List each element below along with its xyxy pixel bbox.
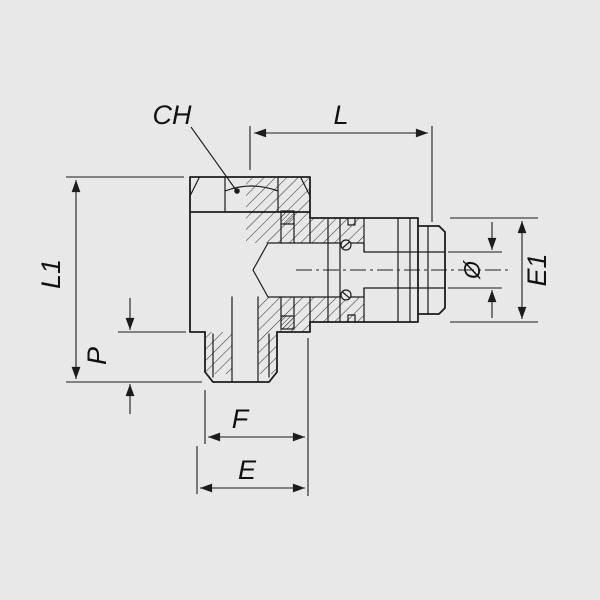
dimension-diameter: Ø (448, 222, 502, 318)
dimensions: CH L L1 P F (36, 100, 552, 496)
dimension-f-label: F (232, 404, 250, 434)
dimension-l-label: L (333, 100, 348, 130)
leader-dot-ch (234, 188, 240, 194)
dimension-l1-label: L1 (36, 259, 66, 289)
dimension-p: P (82, 298, 186, 414)
extension-lines-diameter (448, 251, 502, 289)
extension-lines-e1 (450, 217, 538, 323)
thread-minor-lines (212, 333, 270, 378)
extension-lines-f (204, 338, 309, 496)
hatch-region-stud-right (258, 332, 276, 374)
extension-lines-l1 (66, 176, 202, 383)
hex-facets (189, 176, 311, 213)
dimension-l1: L1 (36, 176, 202, 383)
o-ring-seal-bottom (280, 315, 295, 330)
hatch-region-cartridge-bottom (310, 297, 364, 322)
o-ring-seal-top (280, 210, 295, 225)
dimension-f: F (204, 338, 309, 496)
leader-line-ch (190, 126, 237, 191)
fitting-outline (189, 176, 508, 383)
extension-lines-l (249, 126, 433, 222)
dimension-diameter-label: Ø (459, 260, 485, 280)
dimension-l: L (249, 100, 433, 222)
dimension-e1: E1 (450, 217, 552, 323)
dimension-ch: CH (153, 100, 240, 194)
vertical-bore (231, 296, 259, 383)
hatch-region-body-upper (246, 212, 310, 243)
dimension-e-label: E (238, 455, 257, 485)
swivel-stem-lines (280, 223, 295, 317)
threaded-stud (204, 331, 278, 383)
dimension-e1-label: E1 (522, 253, 552, 286)
dimension-p-label: P (82, 347, 112, 365)
dimension-ch-label: CH (153, 100, 192, 130)
dimension-e: E (196, 446, 306, 494)
section-hatching (206, 178, 364, 374)
hatch-region-cartridge-top (310, 218, 364, 243)
hex-nut-and-body (189, 176, 311, 333)
grab-ring-slashes (341, 241, 351, 299)
hatch-region-stud-left (206, 332, 232, 374)
